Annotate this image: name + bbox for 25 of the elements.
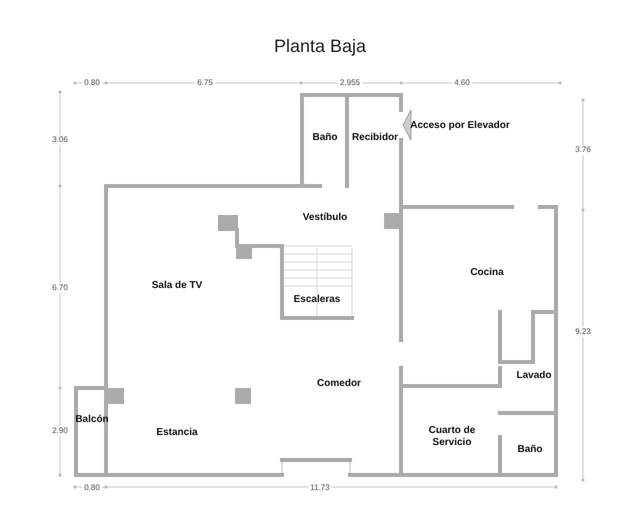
room-label: Vestíbulo [302, 212, 348, 224]
dimension-label: 2.90 [50, 426, 70, 436]
room-label: Estancia [155, 427, 199, 439]
room-label: Recibidor [350, 132, 400, 144]
dimension-label: 9.23 [573, 327, 593, 337]
room-label: Balcón [74, 414, 110, 426]
room-label: Baño [516, 444, 544, 456]
dimension-label: 6.75 [195, 78, 215, 88]
dimension-label: 3.76 [573, 145, 593, 155]
dimension-label: 0.80 [82, 483, 102, 493]
title: Planta Baja [272, 36, 368, 57]
dimension-label: 11.73 [308, 483, 332, 493]
dimension-label: 4.60 [452, 78, 472, 88]
room-label: Acceso por Elevador [409, 120, 511, 132]
room-label: Sala de TV [150, 280, 204, 292]
dimension-label: 0.80 [82, 78, 102, 88]
room-label: Cuarto de Servicio [428, 425, 476, 449]
dimension-label: 6.70 [50, 283, 70, 293]
dimension-label: 2.955 [338, 78, 362, 88]
room-label: Baño [312, 132, 338, 144]
room-label: Lavado [516, 370, 552, 382]
room-label: Comedor [316, 378, 362, 390]
dimension-label: 3.06 [50, 135, 70, 145]
room-label: Cocina [469, 267, 505, 279]
room-label: Escaleras [292, 294, 342, 306]
